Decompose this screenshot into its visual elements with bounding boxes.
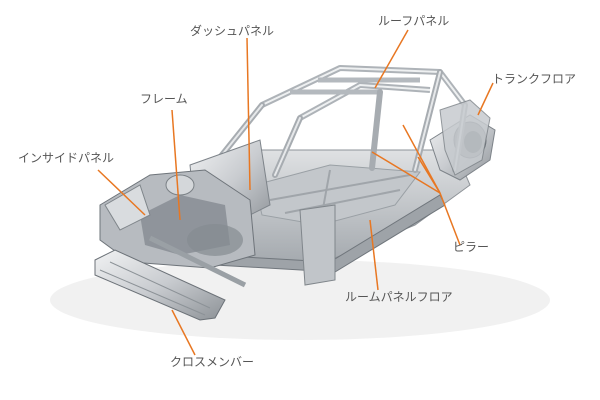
label-frame: フレーム — [140, 92, 188, 106]
leader-frame — [171, 109, 181, 221]
label-trunk-floor: トランクフロア — [492, 72, 577, 86]
roof-frame-highlight — [261, 67, 466, 119]
front-wheel-tower — [165, 174, 195, 196]
label-inside-panel: インサイドパネル — [18, 151, 115, 165]
leader-inside-panel — [97, 169, 146, 216]
leader-room-panel-floor — [369, 219, 379, 291]
leader-dash-panel — [246, 37, 251, 191]
inside-panel — [104, 184, 151, 231]
leader-lines — [97, 29, 494, 356]
leader-roof-panel — [374, 29, 409, 89]
leader-pillar-d — [417, 156, 441, 194]
front-wheel-arch — [187, 224, 243, 256]
leader-pillar-c — [371, 151, 441, 194]
leader-pillar-a — [439, 192, 461, 246]
label-roof-panel: ルーフパネル — [378, 14, 450, 28]
leader-cross-member — [171, 309, 196, 356]
cross-member-ribs — [99, 261, 211, 316]
roof-cross-bows — [290, 77, 420, 95]
label-cross-member: クロスメンバー — [170, 355, 255, 369]
label-pillar: ピラー — [453, 240, 490, 254]
rear-quarter — [439, 99, 491, 176]
center-pillar-panel — [299, 204, 336, 286]
leader-trunk-floor — [477, 82, 494, 116]
label-dash-panel: ダッシュパネル — [190, 24, 275, 38]
label-room-panel-floor: ルームパネルフロア — [345, 290, 453, 304]
